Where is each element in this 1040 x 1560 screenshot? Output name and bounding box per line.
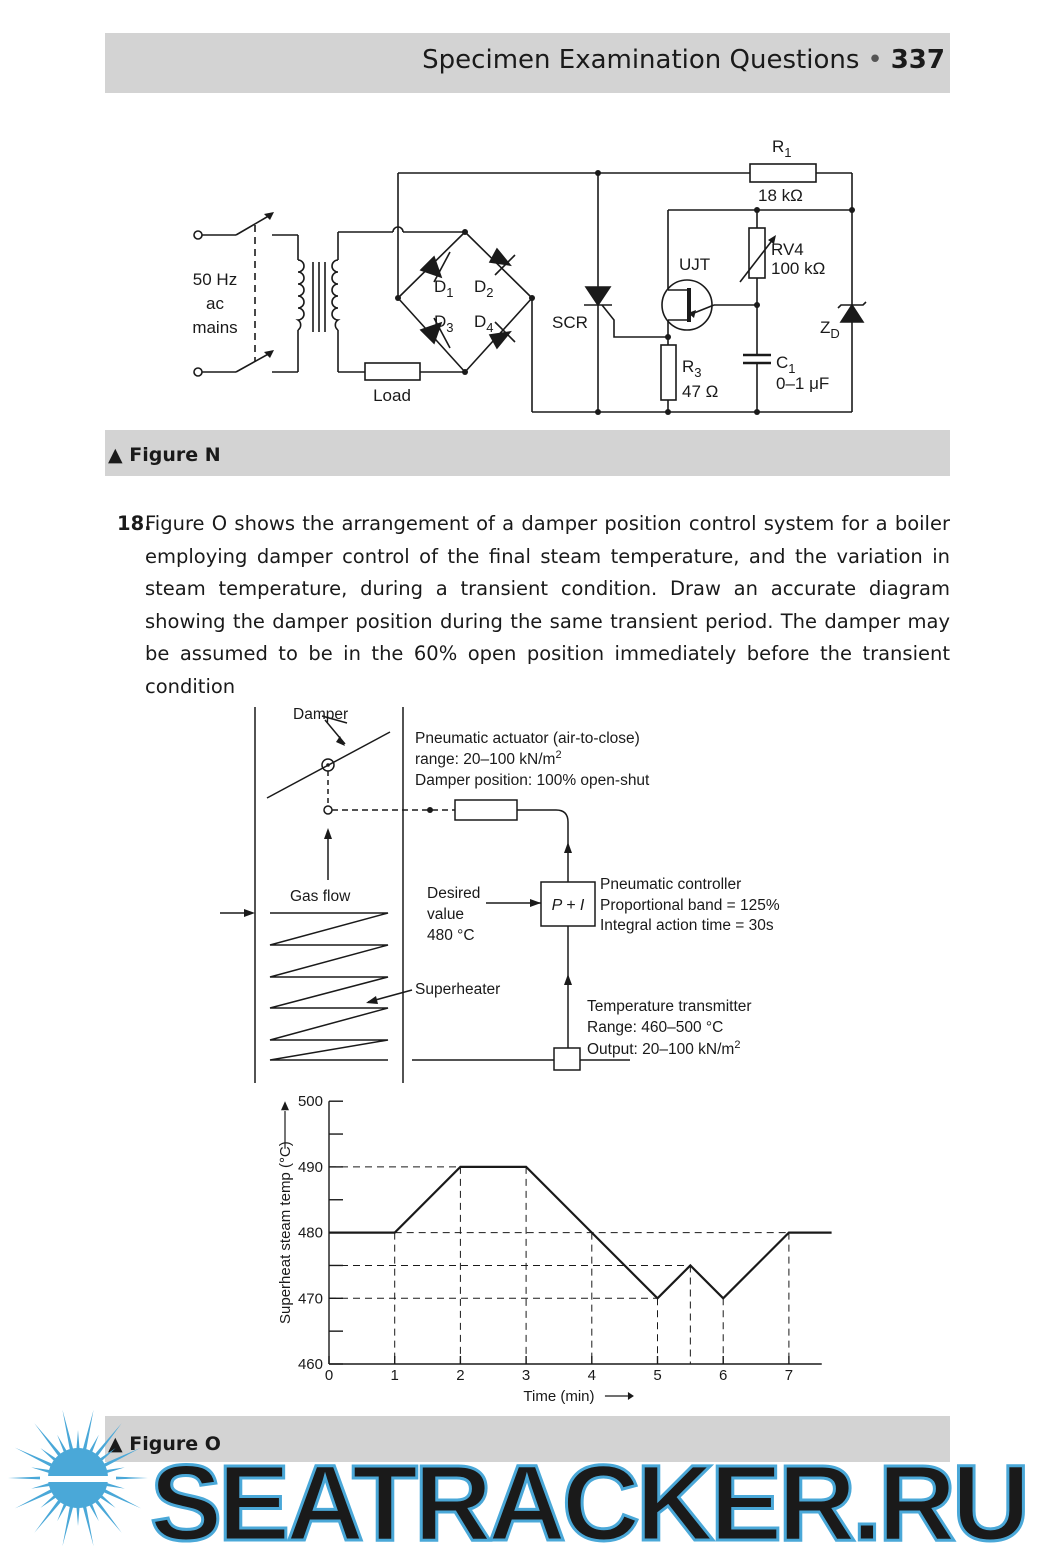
figure-n-caption: ▲ Figure N — [108, 444, 221, 466]
x-axis-label: Time (min) — [523, 1388, 594, 1405]
header-separator: • — [867, 45, 883, 75]
running-header: Specimen Examination Questions•337 — [422, 45, 945, 75]
d1-label: D1 — [434, 277, 454, 300]
controller-label-3: Integral action time = 30s — [600, 917, 774, 934]
figure-o-schematic: Damper Pneumatic actuator (air-to-close)… — [220, 706, 780, 1083]
c1-value: 0–1 μF — [776, 374, 829, 393]
r1-value: 18 kΩ — [758, 186, 803, 205]
figure-n-circuit: 50 Hz ac mains Load D1 D2 D3 D4 SCR UJT … — [192, 137, 867, 415]
transmitter-label-2: Range: 460–500 °C — [587, 1019, 723, 1036]
x-tick-label: 4 — [588, 1367, 596, 1384]
actuator-label-3: Damper position: 100% open-shut — [415, 772, 650, 789]
sun-logo-icon — [8, 1410, 148, 1547]
x-axis-arrowhead — [627, 1392, 634, 1400]
figure-o-caption-band — [105, 1416, 950, 1462]
figure-o-caption: ▲ Figure O — [108, 1433, 221, 1455]
supply-label-ac: ac — [206, 294, 224, 313]
superheater-label: Superheater — [415, 981, 500, 998]
y-tick-label: 470 — [298, 1290, 323, 1307]
x-tick-label: 1 — [391, 1367, 399, 1384]
y-axis-arrowhead — [281, 1101, 289, 1111]
x-tick-label: 6 — [719, 1367, 727, 1384]
header-title: Specimen Examination Questions — [422, 45, 860, 75]
controller-box-label: P + I — [552, 897, 585, 914]
watermark: SEATRACKER.RU — [8, 1410, 1032, 1560]
actuator-label-2: range: 20–100 kN/m2 — [415, 749, 562, 768]
controller-label-1: Pneumatic controller — [600, 876, 741, 893]
damper-label: Damper — [293, 706, 348, 723]
question-number: 18. — [117, 512, 152, 535]
rv4-label: RV4 — [771, 240, 804, 259]
r1-label: R1 — [772, 137, 792, 160]
d3-label: D3 — [434, 312, 454, 335]
y-tick-label: 500 — [298, 1093, 323, 1110]
ujt-label: UJT — [679, 255, 710, 274]
transmitter-label-3: Output: 20–100 kN/m2 — [587, 1039, 740, 1058]
gas-flow-label: Gas flow — [290, 888, 351, 905]
supply-label-mains: mains — [192, 318, 237, 337]
r3-value: 47 Ω — [682, 382, 718, 401]
running-header-band — [105, 33, 950, 93]
y-axis-label: Superheat steam temp (°C) — [277, 1141, 294, 1324]
d2-label: D2 — [474, 277, 494, 300]
c1-label: C1 — [776, 353, 796, 376]
x-tick-label: 7 — [785, 1367, 793, 1384]
r3-label: R3 — [682, 357, 702, 380]
watermark-text: SEATRACKER.RU — [150, 1442, 1026, 1560]
sun-rays-shape — [8, 1410, 148, 1547]
zd-label: ZD — [820, 318, 840, 341]
x-tick-label: 5 — [653, 1367, 661, 1384]
sun-horizon-shape — [40, 1476, 116, 1482]
transmitter-label-1: Temperature transmitter — [587, 998, 752, 1015]
controller-label-2: Proportional band = 125% — [600, 897, 780, 914]
question-18: 18. Figure O shows the arrangement of a … — [105, 508, 950, 703]
desired-label-1: Desired — [427, 885, 480, 902]
x-tick-label: 0 — [325, 1367, 333, 1384]
load-label: Load — [373, 386, 411, 405]
scr-label: SCR — [552, 313, 588, 332]
actuator-label-1: Pneumatic actuator (air-to-close) — [415, 730, 640, 747]
rv4-value: 100 kΩ — [771, 259, 825, 278]
desired-label-2: value — [427, 906, 464, 923]
d4-label: D4 — [474, 312, 494, 335]
page-number: 337 — [890, 45, 945, 75]
figure-n-caption-band — [105, 430, 950, 476]
temperature-line — [329, 1165, 832, 1300]
y-tick-label: 480 — [298, 1225, 323, 1242]
question-text: Figure O shows the arrangement of a damp… — [145, 512, 950, 698]
x-tick-label: 2 — [456, 1367, 464, 1384]
supply-label-freq: 50 Hz — [193, 270, 237, 289]
y-tick-label: 460 — [298, 1356, 323, 1373]
desired-label-3: 480 °C — [427, 927, 475, 944]
y-tick-label: 490 — [298, 1159, 323, 1176]
x-tick-label: 3 — [522, 1367, 530, 1384]
